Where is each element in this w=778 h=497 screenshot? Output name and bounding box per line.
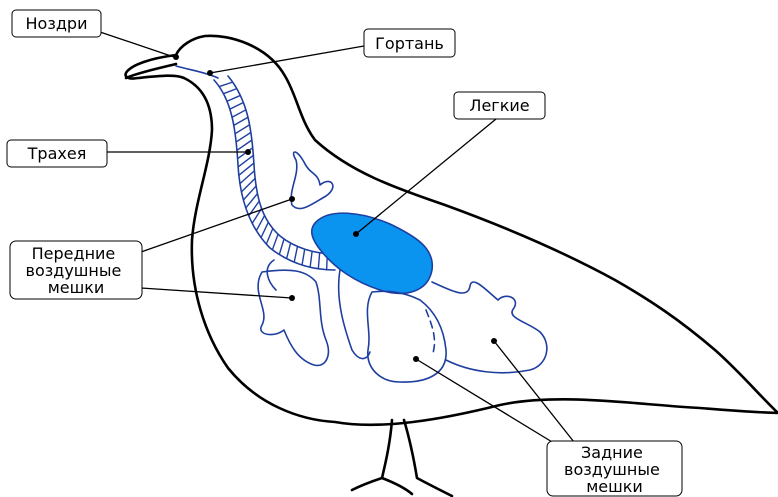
bird-body bbox=[126, 36, 778, 496]
leader-dot-anterior-sacs-1 bbox=[289, 196, 295, 202]
trachea-rings bbox=[219, 82, 327, 270]
anterior-air-sac-lower bbox=[258, 270, 328, 365]
leader-posterior-sacs-2 bbox=[494, 341, 574, 442]
trachea-ring bbox=[294, 246, 297, 262]
trachea-ring bbox=[310, 251, 312, 267]
leader-nostrils bbox=[100, 32, 174, 57]
leader-dot-trachea bbox=[245, 149, 251, 155]
label-trachea: Трахея bbox=[27, 144, 87, 163]
trachea-ring bbox=[236, 132, 251, 142]
trachea-ring bbox=[302, 249, 305, 265]
trachea-ring bbox=[224, 89, 237, 94]
trachea-ring bbox=[318, 253, 319, 269]
leader-anterior-sacs-2 bbox=[141, 288, 292, 298]
leader-anterior-sacs-1 bbox=[141, 199, 292, 252]
leader-larynx bbox=[210, 46, 364, 73]
trachea-ring bbox=[219, 82, 232, 86]
leader-dot-anterior-sacs-2 bbox=[289, 295, 295, 301]
leader-dot-larynx bbox=[207, 70, 213, 76]
trachea-ring bbox=[279, 239, 284, 254]
leader-dot-posterior-sacs-2 bbox=[491, 338, 497, 344]
lung bbox=[312, 213, 433, 293]
leader-dot-posterior-sacs-1 bbox=[413, 356, 419, 362]
trachea-ring bbox=[261, 222, 268, 237]
posterior-air-sac-right bbox=[432, 282, 547, 373]
leg-front-toe bbox=[382, 478, 412, 494]
anterior-air-sac-upper bbox=[291, 152, 333, 209]
trachea-ring bbox=[227, 95, 240, 101]
label-lungs: Легкие bbox=[469, 96, 529, 115]
label-larynx: Гортань bbox=[375, 34, 444, 53]
trachea-ring bbox=[235, 125, 249, 134]
trachea-ring bbox=[237, 140, 252, 150]
trachea-ring bbox=[230, 103, 244, 110]
anterior-air-sac-inner bbox=[267, 260, 276, 290]
trachea-ring bbox=[256, 216, 264, 231]
trachea-ring bbox=[272, 234, 278, 250]
trachea-ring bbox=[232, 110, 246, 117]
leg-back bbox=[404, 420, 452, 496]
trachea-ring bbox=[234, 117, 248, 125]
posterior-air-sac-divider bbox=[426, 310, 434, 356]
label-posterior-sacs-line3: мешки bbox=[586, 477, 643, 496]
leader-dot-lungs bbox=[353, 231, 359, 237]
label-nostrils: Ноздри bbox=[26, 14, 88, 33]
label-anterior-sacs-line3: мешки bbox=[48, 278, 105, 297]
trachea-ring bbox=[287, 243, 291, 259]
trachea-ring bbox=[266, 229, 272, 245]
